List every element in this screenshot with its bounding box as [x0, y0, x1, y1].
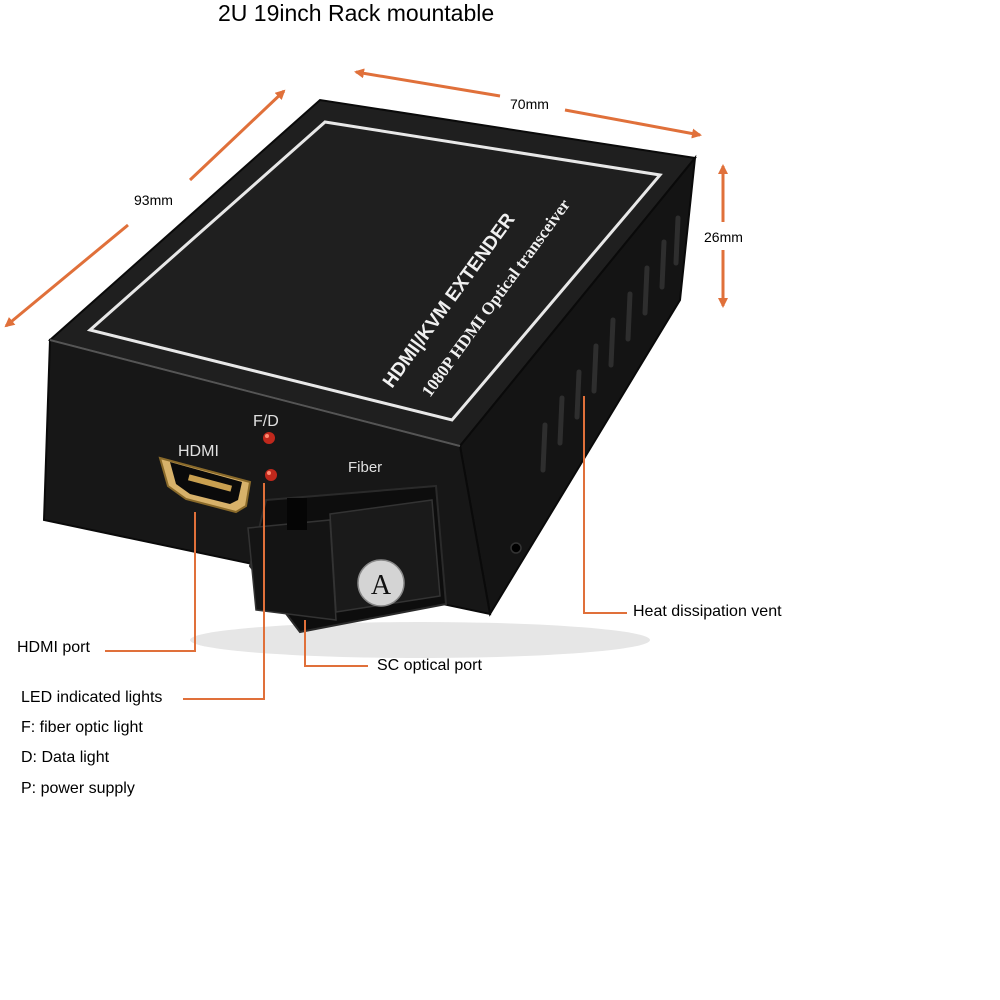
fiber-port-label: Fiber: [348, 459, 382, 476]
legend-item-f: F: fiber optic light: [21, 719, 143, 736]
width-dimension-arrow: [354, 68, 702, 139]
sc-callout-line: [304, 620, 368, 667]
hdmi-port-label: HDMI: [178, 443, 219, 460]
hdmi-port: [158, 456, 252, 514]
extender-device: A HDMI F/D Fiber HDMI|/KVM EXTENDER 1080…: [42, 98, 697, 658]
legend-item-d: D: Data light: [21, 749, 110, 766]
led-label: F/D: [253, 413, 279, 430]
sc-label-circle: [357, 559, 405, 607]
depth-dimension-label: 93mm: [134, 192, 173, 208]
led-callout-line: [183, 483, 265, 700]
heat-vent-slots: [540, 215, 681, 473]
width-dimension-label: 70mm: [510, 96, 549, 112]
led-f-icon: [263, 432, 275, 444]
height-dimension-label: 26mm: [704, 229, 743, 245]
legend-item-p: P: power supply: [21, 780, 135, 797]
hdmi-port-callout: HDMI port: [17, 639, 90, 656]
sc-port-letter: A: [371, 570, 392, 601]
depth-dimension-arrow: [4, 89, 286, 328]
led-d-icon: [265, 469, 277, 481]
vent-callout: Heat dissipation vent: [633, 603, 782, 620]
sc-port-callout: SC optical port: [377, 657, 482, 674]
screw-icon: [510, 542, 522, 554]
vent-callout-line: [583, 396, 627, 614]
sc-optical-port: A: [247, 484, 448, 634]
led-callout: LED indicated lights: [21, 689, 163, 706]
hdmi-callout-line: [105, 512, 196, 652]
device-top-border: [86, 120, 663, 422]
page-title: 2U 19inch Rack mountable: [218, 0, 495, 26]
